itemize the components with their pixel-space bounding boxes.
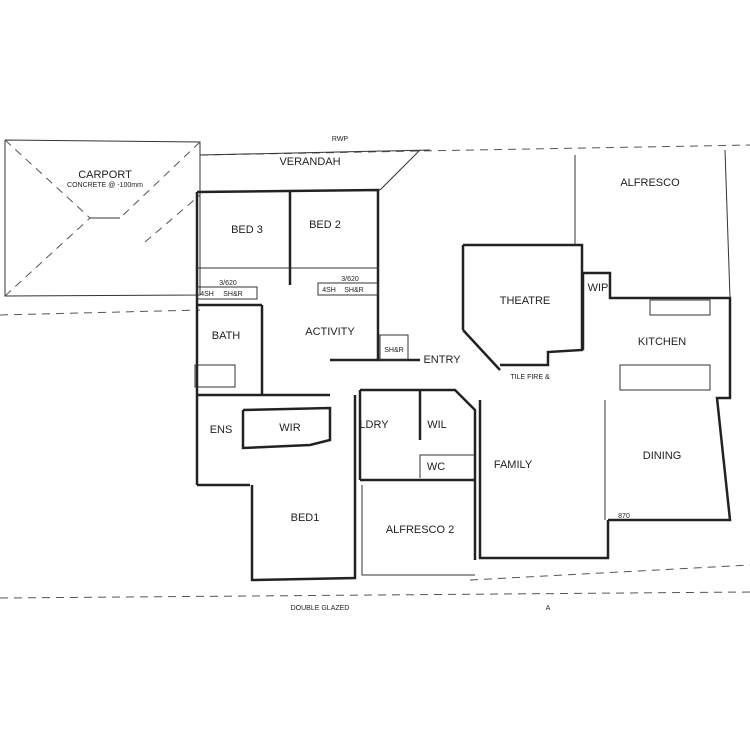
rwp-note: RWP xyxy=(332,136,349,143)
master-suite-walls xyxy=(197,395,357,582)
room-label-ens: ENS xyxy=(210,424,233,436)
room-label-wil: WIL xyxy=(427,419,447,431)
room-label-carport: CARPORT xyxy=(78,169,132,181)
theatre-walls xyxy=(379,243,584,371)
room-label-alfresco: ALFRESCO xyxy=(620,177,680,189)
room-label-family: FAMILY xyxy=(494,459,533,471)
service-walls xyxy=(358,388,477,576)
bed3-shr-note: SH&R xyxy=(223,291,242,298)
room-label-entry: ENTRY xyxy=(423,354,461,366)
room-label-theatre: THEATRE xyxy=(500,295,551,307)
bed2-4sh-note: 4SH xyxy=(322,287,336,294)
carport-note: CONCRETE @ -100mm xyxy=(67,182,143,189)
double-glazed-note: DOUBLE GLAZED xyxy=(291,605,350,612)
living-walls xyxy=(478,271,732,560)
room-label-dining: DINING xyxy=(643,450,682,462)
room-label-kitchen: KITCHEN xyxy=(638,336,686,348)
tile-fire-note: TILE FIRE & xyxy=(510,374,550,381)
bed3-4sh-note: 4SH xyxy=(200,291,214,298)
room-label-wc: WC xyxy=(427,461,445,473)
bed3-door-note: 3/620 xyxy=(219,280,237,287)
carport-outline xyxy=(0,139,201,316)
bed2-shr-note: SH&R xyxy=(344,287,363,294)
bed2-door-note: 3/620 xyxy=(341,276,359,283)
room-label-ldry: LDRY xyxy=(359,419,389,431)
room-label-activity: ACTIVITY xyxy=(305,326,355,338)
room-label-bed1: BED1 xyxy=(291,512,320,524)
alfresco-outline xyxy=(469,149,750,581)
room-label-bed2: BED 2 xyxy=(309,219,341,231)
room-label-verandah: VERANDAH xyxy=(279,156,340,168)
room-label-alfresco2: ALFRESCO 2 xyxy=(386,524,454,536)
dining-door-note: 870 xyxy=(618,513,630,520)
boundary-line xyxy=(0,591,750,599)
room-label-bath: BATH xyxy=(212,330,241,342)
section-marker: A xyxy=(546,605,551,612)
room-label-bed3: BED 3 xyxy=(231,224,263,236)
room-label-wip: WIP xyxy=(588,282,609,294)
room-label-shr: SH&R xyxy=(384,347,403,354)
room-label-wir: WIR xyxy=(279,422,300,434)
